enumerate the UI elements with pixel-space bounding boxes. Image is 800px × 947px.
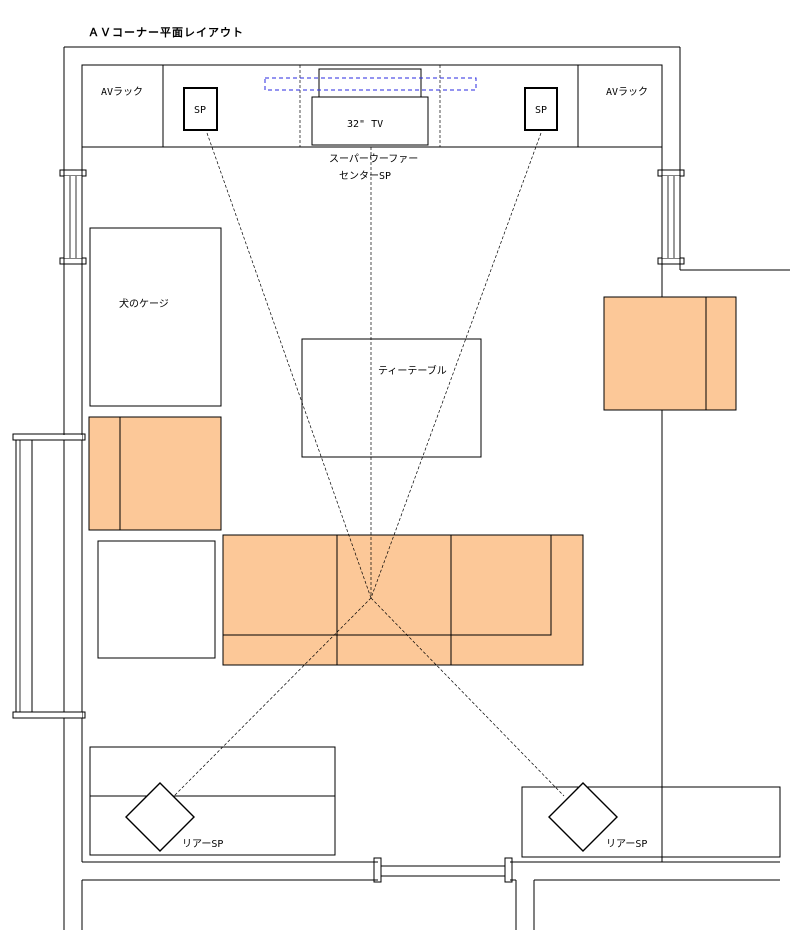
listening-lines: [173, 132, 565, 797]
side-table: [97, 540, 216, 659]
center-speaker: [264, 77, 477, 91]
tea-table: [301, 338, 482, 458]
rear-sp-left-label: リアーSP: [182, 839, 223, 850]
window-left-bay: [12, 433, 86, 719]
window-left-upper: [59, 169, 87, 265]
armchair-right: [603, 296, 737, 411]
window-bottom: [373, 857, 513, 883]
window-right-upper: [657, 169, 685, 265]
rear-sp-right-label: リアーSP: [606, 839, 647, 850]
plan-title: ＡＶコーナー平面レイアウト: [88, 26, 244, 39]
sofa: [222, 534, 584, 666]
subwoofer-label: スーパーウーファー: [329, 153, 418, 165]
tv-label: 32" TV: [347, 119, 383, 130]
armchair-left: [88, 416, 222, 531]
cabinet-lower-left: [89, 746, 336, 856]
front-speaker-right: [524, 87, 558, 131]
av-rack-area: [81, 64, 663, 148]
tv: [311, 68, 429, 146]
front-speaker-left: [183, 87, 218, 131]
av-rack-left-label: AVラック: [101, 86, 143, 98]
sp-left-label: SP: [194, 105, 206, 116]
rear-speaker-left: [125, 782, 195, 852]
dog-cage: [89, 227, 222, 407]
av-rack-right-label: AVラック: [606, 86, 648, 98]
rear-speaker-right: [548, 782, 618, 852]
center-sp-label: センターSP: [339, 170, 391, 182]
dog-cage-label: 犬のケージ: [119, 297, 169, 310]
sp-right-label: SP: [535, 105, 547, 116]
cabinet-lower-right: [521, 786, 781, 858]
tea-table-label: ティーテーブル: [378, 364, 447, 377]
